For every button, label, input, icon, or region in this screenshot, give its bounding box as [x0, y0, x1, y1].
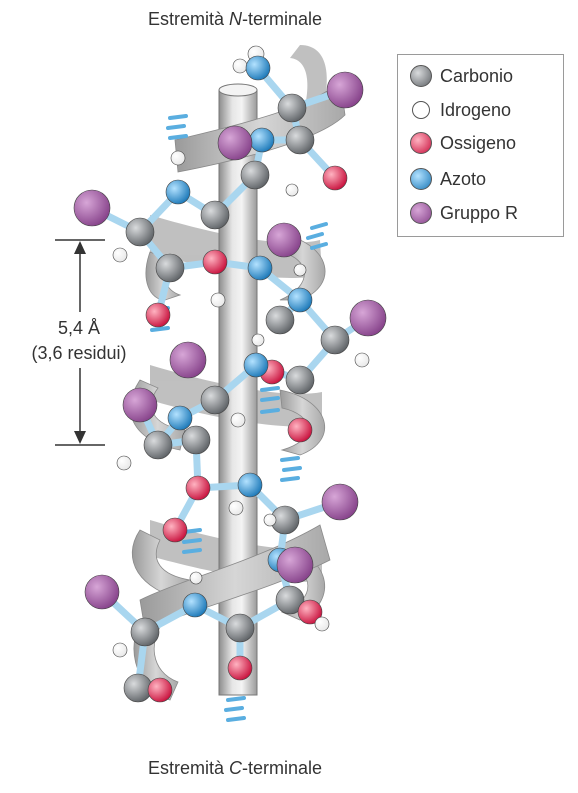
legend-item-carbon: Carbonio: [410, 63, 513, 89]
pitch-dimension-marker: [55, 239, 105, 446]
oxygen-atom-icon: [410, 132, 432, 154]
legend-item-nitrogen: Azoto: [410, 166, 486, 192]
pitch-residues-label: (3,6 residui): [31, 343, 127, 363]
hydrogen-atom-icon: [412, 101, 430, 119]
c-terminal-label: Estremità C-terminale: [147, 758, 323, 778]
legend-item-hydrogen: Idrogeno: [410, 97, 511, 123]
nitrogen-atom-icon: [410, 168, 432, 190]
r-group-atom-icon: [410, 202, 432, 224]
carbon-atom-icon: [410, 65, 432, 87]
pitch-length-label: 5,4 Å: [57, 318, 101, 338]
atoms: [73, 45, 387, 703]
atom-legend: Carbonio Idrogeno Ossigeno Azoto Gruppo …: [397, 54, 564, 237]
n-terminal-label: Estremità N-terminale: [147, 9, 323, 29]
legend-item-r-group: Gruppo R: [410, 200, 518, 226]
legend-item-oxygen: Ossigeno: [410, 130, 516, 156]
